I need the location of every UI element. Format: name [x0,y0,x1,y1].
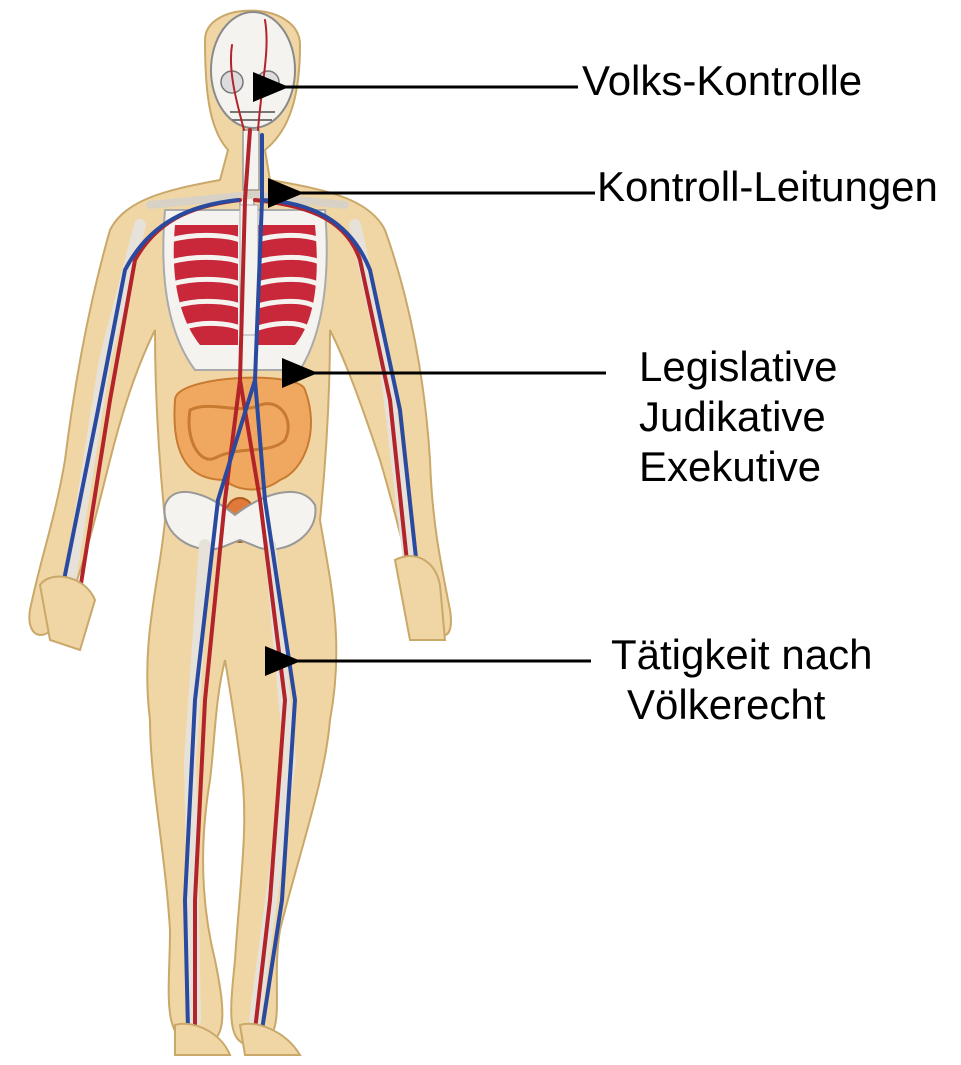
label-line: Volks-Kontrolle [582,56,862,106]
label-line-exekutive: Exekutive [639,442,837,492]
label-taetigkeit: Tätigkeit nach Völkerecht [611,630,872,730]
pointer-lines [283,87,606,661]
label-kontroll-leitungen: Kontroll-Leitungen [597,162,938,212]
label-line-legislative: Legislative [639,342,837,392]
label-volks-kontrolle: Volks-Kontrolle [582,56,862,106]
label-line: Kontroll-Leitungen [597,162,938,212]
label-line: Tätigkeit nach [611,630,872,680]
label-line-judikative: Judikative [639,392,837,442]
label-line: Völkerecht [611,680,872,730]
label-gewalten: Legislative Judikative Exekutive [639,342,837,492]
skull [211,12,295,128]
